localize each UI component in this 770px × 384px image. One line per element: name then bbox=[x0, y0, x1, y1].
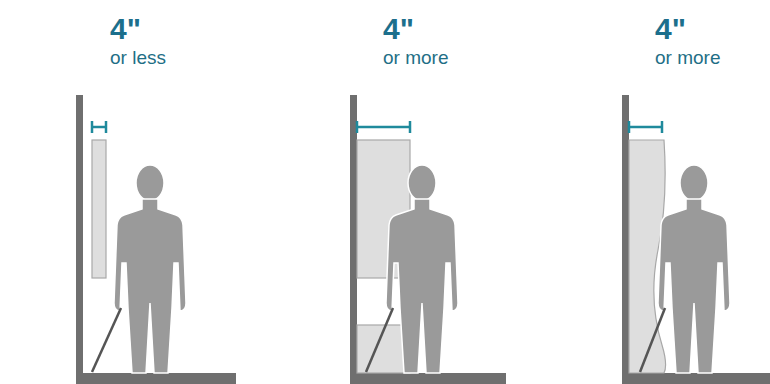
floor bbox=[76, 373, 236, 384]
floor bbox=[350, 373, 506, 384]
dimension-value: 4" bbox=[110, 14, 141, 44]
panel-more-curved bbox=[622, 95, 770, 384]
dimension-qualifier: or less bbox=[110, 48, 166, 67]
cane bbox=[640, 308, 665, 372]
dimension-value: 4" bbox=[383, 14, 414, 44]
dimension-marker bbox=[629, 121, 662, 133]
cane bbox=[366, 308, 393, 372]
person bbox=[114, 165, 186, 373]
dimension-marker bbox=[357, 121, 410, 133]
person bbox=[658, 165, 730, 373]
cane bbox=[92, 308, 121, 372]
panel-less bbox=[76, 95, 236, 384]
dimension-qualifier: or more bbox=[655, 48, 720, 67]
dimension-qualifier: or more bbox=[383, 48, 448, 67]
panel-more bbox=[350, 95, 506, 384]
wall bbox=[76, 95, 83, 384]
wall bbox=[350, 95, 357, 384]
wall bbox=[622, 95, 629, 384]
person bbox=[386, 165, 458, 373]
dimension-value: 4" bbox=[655, 14, 686, 44]
floor bbox=[622, 373, 770, 384]
protruding-object bbox=[92, 140, 106, 278]
dimension-marker bbox=[92, 121, 106, 133]
